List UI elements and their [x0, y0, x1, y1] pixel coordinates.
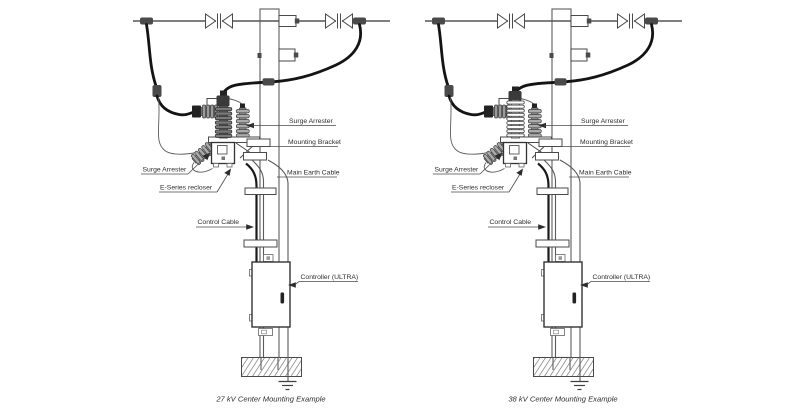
controller-label: Controller (ULTRA) — [301, 274, 359, 281]
arrowhead — [538, 224, 546, 230]
arrowhead — [538, 122, 546, 129]
callout-mounting-bracket: Mounting Bracket — [252, 139, 341, 147]
control-cable-label: Control Cable — [490, 219, 532, 226]
callout-controller: Controller (ULTRA) — [580, 274, 650, 288]
callout-surge-arrester-side: Surge Arrester — [433, 152, 503, 175]
arrowhead — [580, 282, 588, 288]
arrowhead — [288, 282, 296, 288]
controller-label: Controller (ULTRA) — [593, 274, 651, 281]
recloser-label: E-Series recloser — [452, 185, 505, 192]
arrowhead — [516, 168, 523, 176]
recloser-label: E-Series recloser — [160, 185, 213, 192]
mounting-bracket-label: Mounting Bracket — [580, 139, 633, 146]
callout-surge-arrester-top: Surge Arrester — [538, 118, 628, 129]
surge-arrester-top-label: Surge Arrester — [581, 118, 626, 125]
main-bushing-27kv — [214, 90, 233, 139]
main-earth-cable-label: Main Earth Cable — [287, 170, 340, 177]
callout-main-earth-cable: Main Earth Cable — [569, 170, 632, 178]
callouts-27kv: Surge Arrester Mounting Bracket Main Ear… — [141, 118, 358, 288]
callout-surge-arrester-top: Surge Arrester — [246, 118, 336, 129]
arrowhead — [224, 168, 231, 176]
diagram-27kv: Surge Arrester Mounting Bracket Main Ear… — [133, 9, 390, 404]
main-bushing-38kv — [506, 86, 525, 139]
site-artwork-27kv — [133, 9, 390, 390]
callout-main-earth-cable: Main Earth Cable — [277, 170, 340, 178]
callout-surge-arrester-side: Surge Arrester — [141, 152, 211, 175]
mounting-bracket-label: Mounting Bracket — [288, 139, 341, 146]
control-cable-label: Control Cable — [198, 219, 240, 226]
callout-mounting-bracket: Mounting Bracket — [544, 139, 633, 147]
main-earth-cable-label: Main Earth Cable — [579, 170, 632, 177]
arrowhead — [246, 122, 254, 129]
callout-control-cable: Control Cable — [196, 219, 254, 230]
surge-arrester-side-label: Surge Arrester — [143, 167, 188, 174]
arrowhead — [202, 152, 211, 161]
arrowhead — [246, 224, 254, 230]
site-artwork-38kv — [425, 9, 682, 390]
caption-27kv: 27 kV Center Mounting Example — [215, 395, 325, 404]
surge-arrester-top-label: Surge Arrester — [289, 118, 334, 125]
arrowhead — [494, 152, 503, 161]
callout-recloser: E-Series recloser — [159, 168, 231, 193]
surge-arrester-side-label: Surge Arrester — [435, 167, 480, 174]
callouts-38kv: Surge Arrester Mounting Bracket Main Ear… — [433, 118, 650, 288]
callout-recloser: E-Series recloser — [451, 168, 523, 193]
callout-controller: Controller (ULTRA) — [288, 274, 358, 288]
callout-control-cable: Control Cable — [488, 219, 546, 230]
diagram-38kv: Surge Arrester Mounting Bracket Main Ear… — [425, 9, 682, 404]
caption-38kv: 38 kV Center Mounting Example — [508, 395, 617, 404]
